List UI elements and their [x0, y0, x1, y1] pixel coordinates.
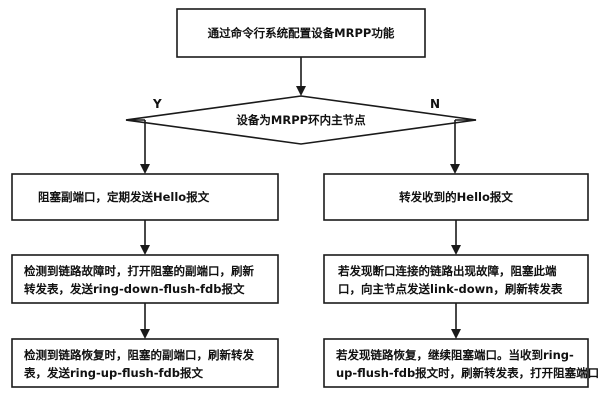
right-step-2-line2: 口，向主节点发送link-down，刷新转发表 — [338, 282, 563, 296]
start-text: 通过命令行系统配置设备MRPP功能 — [208, 26, 395, 40]
left-step-2-line1: 检测到链路故障时，打开阻塞的副端口，刷新 — [24, 264, 254, 278]
right-step-3: 若发现链路恢复，继续阻塞端口。当收到ring- up-flush-fdb报文时，… — [323, 338, 599, 388]
arrow-start-to-decision — [296, 57, 306, 96]
decision-diamond — [125, 95, 477, 145]
right-step-1-box — [323, 173, 589, 221]
left-step-3-box — [11, 338, 279, 388]
arrow-right-1-to-2 — [451, 220, 461, 255]
right-step-1-text: 转发收到的Hello报文 — [399, 190, 513, 204]
yes-label: Y — [152, 97, 162, 111]
right-step-3-box — [323, 338, 589, 388]
left-step-3-line2: 表，发送ring-up-flush-fdb报文 — [23, 366, 203, 380]
right-step-2-line1: 若发现断口连接的链路出现故障，阻塞此端 — [338, 264, 557, 278]
no-label: N — [430, 97, 440, 111]
left-step-1-text: 阻塞副端口，定期发送Hello报文 — [38, 190, 210, 204]
arrow-left-1-to-2 — [140, 220, 150, 255]
decision-text: 设备为MRPP环内主节点 — [236, 113, 366, 127]
left-step-1-box — [11, 173, 279, 221]
arrow-left-2-to-3 — [140, 303, 150, 339]
right-step-3-line1: 若发现链路恢复，继续阻塞端口。当收到ring- — [336, 348, 574, 362]
right-step-2: 若发现断口连接的链路出现故障，阻塞此端 口，向主节点发送link-down，刷新… — [323, 254, 589, 304]
left-step-2-line2: 转发表，发送ring-down-flush-fdb报文 — [24, 282, 245, 296]
left-step-3-line1: 检测到链路恢复时，阻塞的副端口，刷新转发 — [24, 348, 254, 362]
start-box — [176, 8, 426, 58]
yes-branch: Y — [126, 97, 162, 174]
left-step-2: 检测到链路故障时，打开阻塞的副端口，刷新 转发表，发送ring-down-flu… — [11, 254, 279, 304]
arrow-right-2-to-3 — [451, 303, 461, 339]
decision-node: 设备为MRPP环内主节点 — [125, 95, 477, 145]
no-branch: N — [430, 97, 476, 174]
right-step-1: 转发收到的Hello报文 — [323, 173, 589, 221]
right-step-3-line2: up-flush-fdb报文时，刷新转发表，打开阻塞端口 — [336, 366, 599, 380]
start-node: 通过命令行系统配置设备MRPP功能 — [176, 8, 426, 58]
left-step-3: 检测到链路恢复时，阻塞的副端口，刷新转发 表，发送ring-up-flush-f… — [11, 338, 279, 388]
left-step-1: 阻塞副端口，定期发送Hello报文 — [11, 173, 279, 221]
